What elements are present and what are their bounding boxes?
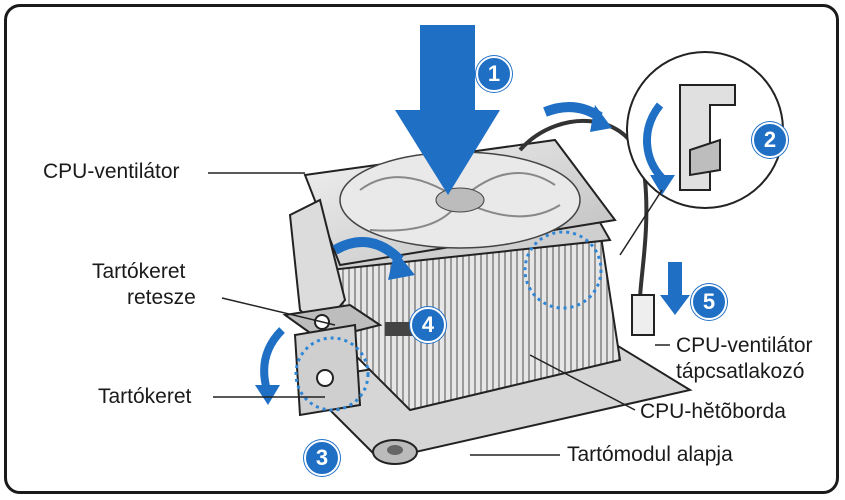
step-1-badge: 1 [476, 56, 512, 92]
retention-frame [293, 323, 362, 417]
label-latch-line2: retesze [127, 286, 196, 309]
step-2-badge: 2 [752, 122, 788, 158]
label-heatsink: CPU-hĕtõborda [640, 400, 786, 423]
label-retention-frame: Tartókeret [98, 385, 192, 408]
label-connector-line2: tápcsatlakozó [676, 360, 805, 383]
label-latch-line1: Tartókeret [92, 260, 186, 283]
label-cpu-fan: CPU-ventilátor [43, 160, 180, 183]
fan-connector [631, 294, 655, 336]
step-5-badge: 5 [691, 284, 727, 320]
highlight-circle-heatsink [523, 230, 603, 310]
highlight-circle-frame [294, 336, 370, 412]
cable-arrow [543, 102, 603, 122]
inset-clip-detail [619, 51, 784, 256]
step-4-badge: 4 [410, 307, 446, 343]
frame-arrow [260, 327, 285, 392]
label-connector-line1: CPU-ventilátor [676, 334, 813, 357]
step-3-badge: 3 [304, 440, 340, 476]
push-down-arrow [395, 25, 500, 195]
connector-arrow [668, 262, 682, 297]
leader-lines [208, 172, 670, 456]
label-retention-base: Tartómodul alapja [567, 443, 733, 466]
